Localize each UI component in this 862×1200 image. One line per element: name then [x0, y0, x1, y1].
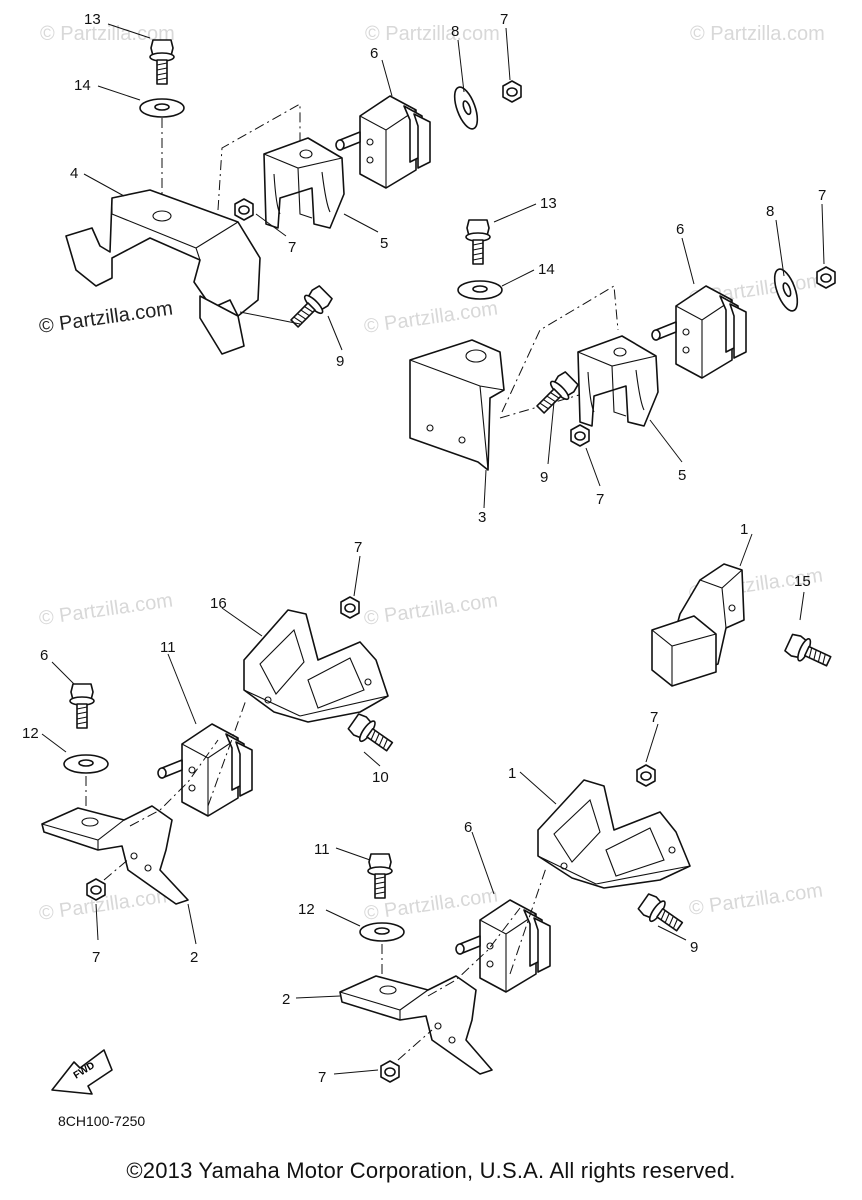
- callout-7: 7: [288, 239, 296, 256]
- callout-7: 7: [650, 709, 658, 726]
- watermark: © Partzilla.com: [38, 297, 175, 338]
- callout-11: 6: [40, 647, 48, 664]
- callout-9: 9: [690, 939, 698, 956]
- callout-12: 12: [298, 901, 315, 918]
- callout-7: 7: [596, 491, 604, 508]
- frame-bracket-3: [409, 339, 505, 471]
- callout-13: 13: [84, 11, 101, 28]
- frame-bracket-4: [65, 189, 261, 317]
- assembly-bottom: [339, 764, 691, 1083]
- callout-2: 2: [190, 949, 198, 966]
- callout-5: 5: [678, 467, 686, 484]
- callout-10: 10: [372, 769, 389, 786]
- callout-9: 9: [540, 469, 548, 486]
- callout-labels: 13 14 4 6 8 7 7 5 9 13 14 6 8 7 9 7 5 3 …: [22, 11, 826, 1086]
- callout-3: 3: [478, 509, 486, 526]
- fwd-arrow-icon: FWD: [51, 1049, 113, 1095]
- leader-lines: [41, 23, 825, 1075]
- callout-7: 7: [318, 1069, 326, 1086]
- watermark: © Partzilla.com: [688, 879, 825, 920]
- callout-6: 6: [464, 819, 472, 836]
- callout-1: 16: [210, 595, 227, 612]
- diagram-code: 8CH100-7250: [58, 1113, 146, 1129]
- callout-11: 11: [314, 841, 330, 858]
- callout-2: 2: [282, 991, 290, 1008]
- callout-9: 9: [336, 353, 344, 370]
- callout-5: 5: [380, 235, 388, 252]
- callout-6: 6: [676, 221, 684, 238]
- watermark: © Partzilla.com: [365, 23, 500, 45]
- callout-8: 8: [451, 23, 459, 40]
- callout-8: 8: [766, 203, 774, 220]
- callout-4: 4: [70, 165, 78, 182]
- callout-14: 14: [538, 261, 555, 278]
- callout-6: 6: [370, 45, 378, 62]
- assembly-top-right: [409, 219, 836, 471]
- callout-7: 7: [92, 949, 100, 966]
- assembly-top-left: [65, 39, 522, 355]
- copyright-notice: ©2013 Yamaha Motor Corporation, U.S.A. A…: [126, 1158, 736, 1183]
- callout-6: 11: [160, 639, 176, 656]
- callout-7: 7: [818, 187, 826, 204]
- callout-16: 15: [794, 573, 811, 590]
- callout-12: 12: [22, 725, 39, 742]
- watermark: © Partzilla.com: [40, 23, 175, 45]
- watermark: © Partzilla.com: [38, 589, 175, 630]
- callout-1: 1: [508, 765, 516, 782]
- assembly-part-15: [651, 563, 835, 687]
- watermark: © Partzilla.com: [38, 884, 175, 925]
- callout-15: 1: [740, 521, 748, 538]
- watermark: © Partzilla.com: [363, 297, 500, 338]
- assembly-mid-left: [41, 596, 398, 905]
- watermark: © Partzilla.com: [690, 23, 825, 45]
- callout-13: 13: [540, 195, 557, 212]
- callout-7: 7: [500, 11, 508, 28]
- callout-7: 7: [354, 539, 362, 556]
- watermark: © Partzilla.com: [363, 589, 500, 630]
- callout-14: 14: [74, 77, 91, 94]
